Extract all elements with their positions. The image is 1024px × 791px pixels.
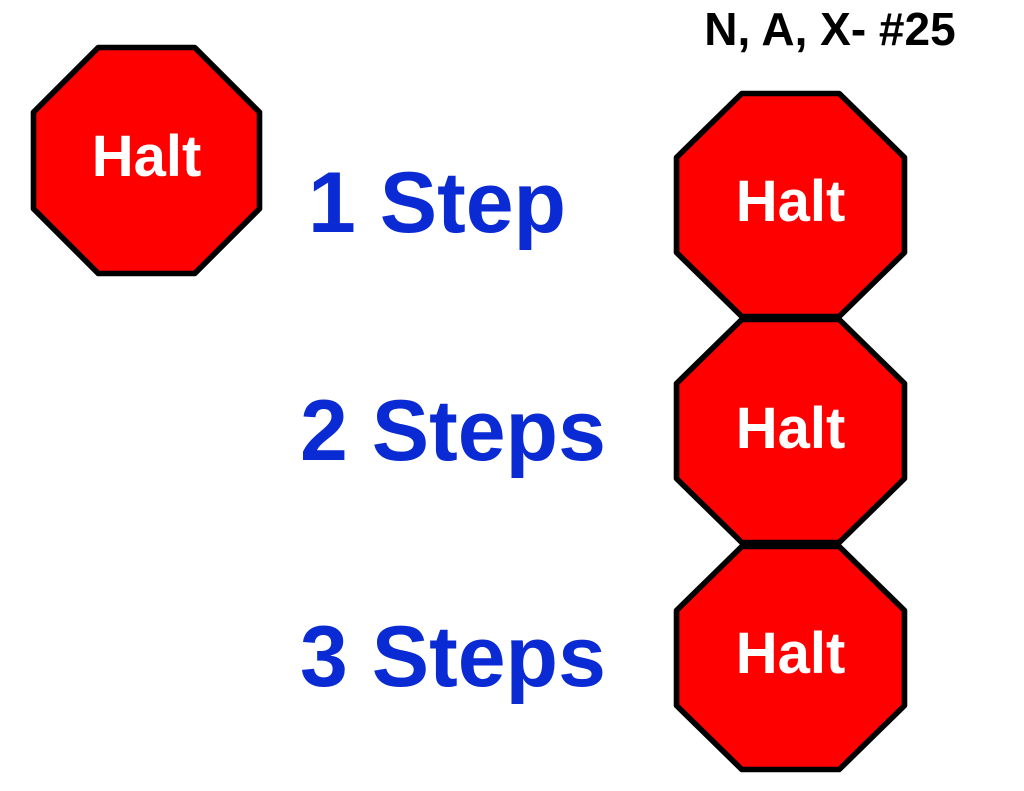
stop-sign-label: Halt — [735, 169, 846, 234]
stop-sign-standalone: Halt — [30, 44, 263, 277]
stop-sign-stack-2: Halt — [673, 316, 908, 546]
stop-sign-stack-1: Halt — [673, 90, 908, 320]
stop-sign-label: Halt — [735, 396, 846, 461]
step-label-3: 3 Steps — [300, 609, 606, 705]
step-label-2: 2 Steps — [300, 383, 606, 479]
octagon-icon — [30, 44, 263, 277]
stop-sign-label: Halt — [91, 123, 202, 189]
octagon-icon — [673, 543, 908, 773]
slide-title: N, A, X- #25 — [704, 3, 956, 55]
stop-sign-label: Halt — [735, 621, 846, 686]
octagon-icon — [673, 316, 908, 546]
octagon-icon — [673, 90, 908, 320]
stop-sign-stack-3: Halt — [673, 543, 908, 773]
step-label-1: 1 Step — [308, 155, 567, 251]
